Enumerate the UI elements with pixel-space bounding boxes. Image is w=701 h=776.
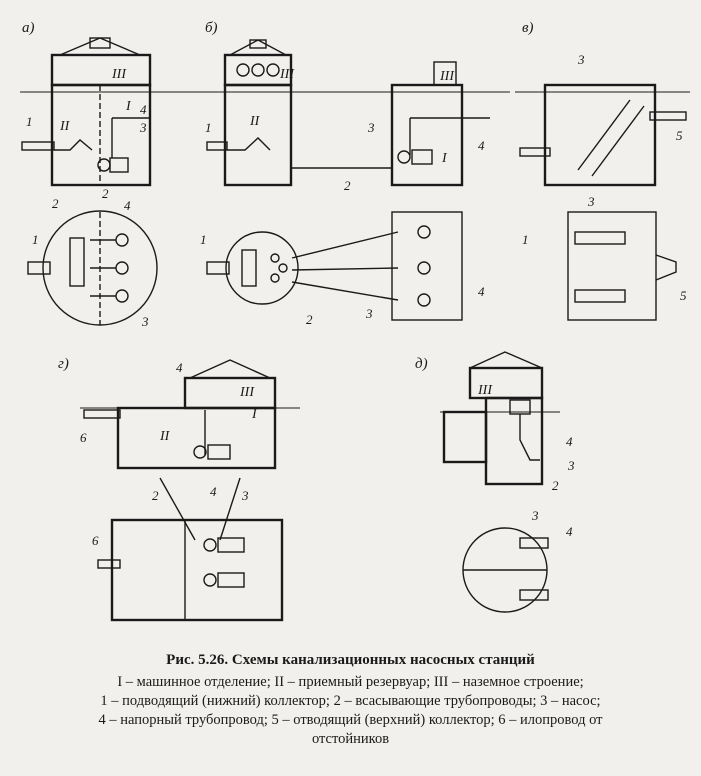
panel-g: г) III II I 4 6 2 4 3 6 (58, 356, 300, 622)
label-2-g: 2 (152, 488, 159, 503)
roman-I-g: I (251, 407, 258, 422)
label-3-d: 3 (567, 458, 575, 473)
label-3-b-plan: 3 (365, 306, 373, 321)
label-3-a: 3 (139, 120, 147, 135)
panel-b: б) III II 1 2 III I 3 4 1 2 (195, 20, 510, 327)
panel-label-v: в) (522, 20, 534, 36)
label-6-g-plan: 6 (92, 533, 99, 548)
roman-III-a: III (111, 67, 127, 82)
panel-label-d: д) (415, 356, 428, 372)
label-4-g2: 4 (210, 484, 217, 499)
panel-d: д) III 4 3 2 3 4 (415, 351, 575, 613)
label-1-v-plan: 1 (522, 232, 529, 247)
label-2-b: 2 (344, 178, 351, 193)
label-2-b-plan: 2 (306, 312, 313, 327)
caption-line-4: отстойников (311, 731, 390, 747)
label-4-a: 4 (140, 102, 147, 117)
label-4-g: 4 (176, 360, 183, 375)
caption-title: Рис. 5.26. Схемы канализационных насосны… (166, 652, 535, 668)
label-3-b: 3 (367, 120, 375, 135)
roman-II-b: II (249, 114, 261, 129)
label-1-a-plan: 1 (32, 232, 39, 247)
caption-line-3: 4 – напорный трубопровод; 5 – отводящий … (98, 712, 603, 728)
label-3-d-plan: 3 (531, 508, 539, 523)
label-3-a-plan: 3 (141, 314, 149, 329)
roman-I-a: I (125, 99, 132, 114)
pump-station-schemes-figure: а) III I II 1 4 3 2 1 2 4 (20, 20, 690, 622)
roman-II-a: II (59, 119, 71, 134)
label-2-d: 2 (552, 478, 559, 493)
label-4-b-plan: 4 (478, 284, 485, 299)
roman-I-b: I (441, 151, 448, 166)
label-3-v: 3 (577, 52, 585, 67)
label-1-b: 1 (205, 120, 212, 135)
roman-III-d: III (477, 383, 493, 398)
label-4-d-plan: 4 (566, 524, 573, 539)
label-1-b-plan: 1 (200, 232, 207, 247)
label-6-g: 6 (80, 430, 87, 445)
roman-II-g: II (159, 429, 171, 444)
caption-line-1: I – машинное отделение; II – приемный ре… (117, 674, 584, 690)
roman-III-b2: III (439, 69, 455, 84)
roman-III-g: III (239, 385, 255, 400)
label-2-a: 2 (102, 186, 109, 201)
label-4-b: 4 (478, 138, 485, 153)
label-1-a: 1 (26, 114, 33, 129)
label-2-a-plan: 2 (52, 196, 59, 211)
panel-label-g: г) (58, 356, 69, 372)
caption-line-2: 1 – подводящий (нижний) коллектор; 2 – в… (100, 693, 601, 709)
label-4-d: 4 (566, 434, 573, 449)
label-5-v: 5 (676, 128, 683, 143)
label-4-a-plan: 4 (124, 198, 131, 213)
panel-label-a: а) (22, 20, 35, 36)
label-5-v-plan: 5 (680, 288, 687, 303)
panel-label-b: б) (205, 20, 218, 36)
label-3-g: 3 (241, 488, 249, 503)
panel-a: а) III I II 1 4 3 2 1 2 4 (20, 20, 200, 329)
roman-III-b: III (279, 67, 295, 82)
panel-v: в) 3 5 3 1 5 (515, 20, 690, 321)
label-3-v-plan: 3 (587, 194, 595, 209)
figure-caption: Рис. 5.26. Схемы канализационных насосны… (0, 652, 701, 749)
